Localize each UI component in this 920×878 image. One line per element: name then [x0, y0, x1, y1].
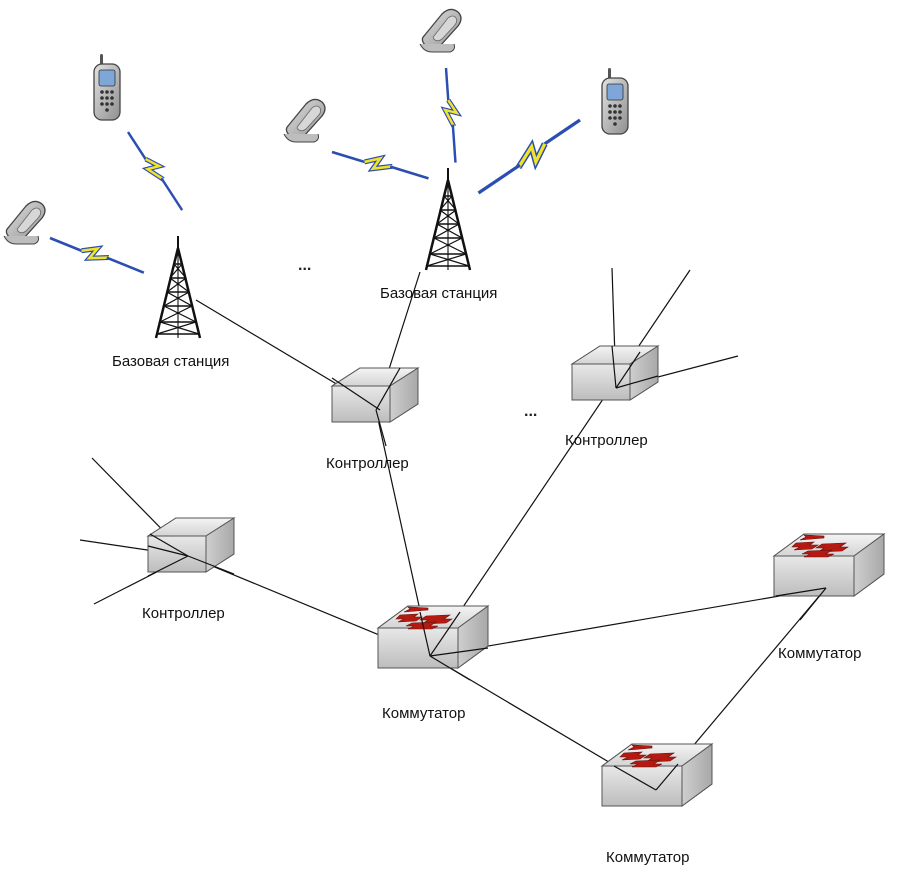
network-switch-icon	[601, 743, 713, 807]
switch-label-bottom: Коммутатор	[606, 849, 689, 866]
link-overlay-r	[655, 763, 679, 791]
link-overlay-i	[147, 555, 189, 577]
link-overlay-o	[775, 587, 827, 597]
tower-icon	[424, 166, 472, 272]
mobile-phone-icon	[601, 67, 629, 135]
link-overlay-h	[149, 533, 189, 557]
link-overlay-k	[419, 611, 431, 657]
link-overlay-a	[331, 377, 381, 411]
switch-label-center: Коммутатор	[382, 705, 465, 722]
tower-icon	[154, 234, 202, 340]
switch-label-right: Коммутатор	[778, 645, 861, 662]
radio-link-phone3	[331, 144, 430, 185]
network-switch-icon	[377, 605, 489, 669]
link-overlay-d	[611, 345, 617, 389]
controller-box-icon	[147, 517, 235, 573]
base-station-label-1: Базовая станция	[112, 353, 229, 370]
link-overlay-p	[799, 587, 827, 621]
controller-label-left: Контроллер	[142, 605, 225, 622]
link-overlay-q	[613, 765, 657, 791]
radio-link-phone1	[49, 231, 146, 280]
flip-phone-icon	[419, 8, 462, 53]
radio-link-phone5	[474, 116, 586, 198]
link-overlay-g	[147, 545, 189, 557]
link-switch-switch-right	[429, 587, 827, 657]
radio-link-phone4	[442, 67, 460, 163]
link-overlay-f	[615, 351, 641, 389]
controller-label-center: Контроллер	[326, 455, 409, 472]
controller-box-icon	[331, 367, 419, 423]
link-overlay-c	[375, 409, 387, 447]
flip-phone-icon	[283, 98, 326, 143]
ellipsis-controllers: ...	[524, 403, 537, 420]
network-switch-icon	[773, 533, 885, 597]
link-overlay-e	[615, 375, 659, 389]
link-switch-controller-right	[429, 269, 691, 657]
base-station-label-2: Базовая станция	[380, 285, 497, 302]
radio-link-phone2	[125, 128, 186, 214]
ellipsis-towers: ...	[298, 257, 311, 274]
link-overlay-j	[187, 555, 235, 575]
link-overlay-m	[429, 647, 489, 657]
link-overlay-l	[429, 611, 461, 657]
links-overlay	[147, 345, 827, 791]
flip-phone-icon	[3, 200, 46, 245]
controller-label-right: Контроллер	[565, 432, 648, 449]
link-overlay-b	[375, 367, 401, 411]
mobile-phone-icon	[93, 53, 121, 121]
link-overlay-n	[429, 655, 471, 681]
